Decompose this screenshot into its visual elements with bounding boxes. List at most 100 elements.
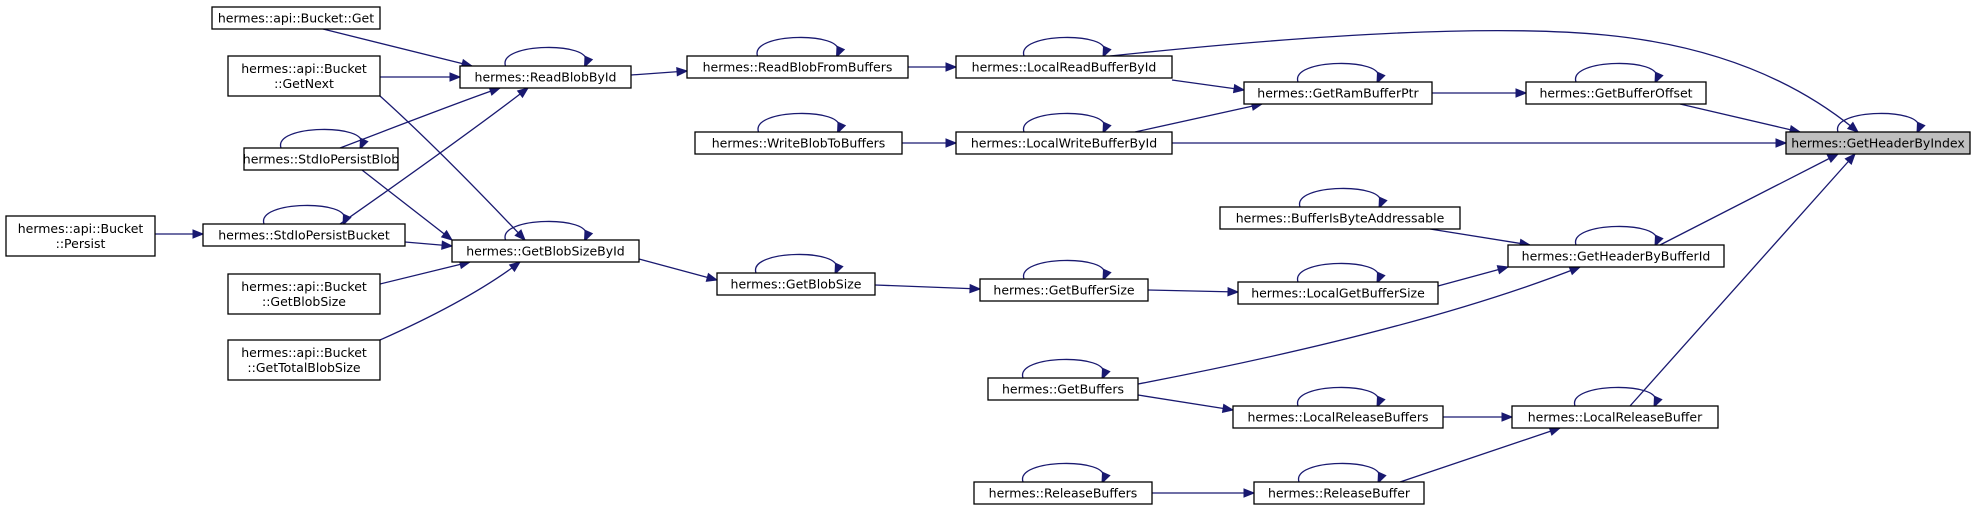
node-get-buffer-size[interactable]: hermes::GetBufferSize (979, 278, 1149, 302)
arrowhead (969, 283, 982, 294)
node-box (1219, 206, 1461, 230)
edge-stdio-persist-bucket-to-get-blob-size-by-id (404, 240, 454, 250)
edge-read-blob-from-buffers-to-local-read-buffer-by-id (908, 62, 958, 72)
node-box (1232, 405, 1444, 429)
arrowhead (1844, 152, 1856, 165)
arrowhead (834, 262, 844, 276)
node-read-blob-from-buffers[interactable]: hermes::ReadBlobFromBuffers (686, 55, 909, 79)
node-label: hermes::GetHeaderByIndex (1791, 136, 1965, 151)
node-stdio-persist-bucket[interactable]: hermes::StdIoPersistBucket (202, 223, 406, 247)
node-read-blob-by-id[interactable]: hermes::ReadBlobById (459, 65, 632, 89)
arrowhead (449, 72, 462, 82)
arrowhead (192, 229, 205, 239)
node-local-write-buffer-by-id[interactable]: hermes::LocalWriteBufferById (955, 131, 1173, 155)
node-get-blob-size[interactable]: hermes::GetBlobSize (716, 272, 876, 296)
edge-write-blob-to-buffers-to-local-write-buffer-by-id (902, 138, 958, 148)
arrowhead (1496, 265, 1510, 275)
node-get-header-by-index[interactable]: hermes::GetHeaderByIndex (1785, 131, 1971, 155)
arrowhead (359, 137, 369, 151)
node-label: hermes::StdIoPersistBucket (218, 228, 390, 243)
arrowhead (835, 45, 846, 59)
node-bucket-getnext[interactable]: hermes::api::Bucket::GetNext (227, 55, 381, 97)
node-label: hermes::LocalReleaseBuffer (1528, 410, 1703, 425)
edge-bucket-persist-to-stdio-persist-bucket (155, 229, 205, 239)
node-write-blob-to-buffers[interactable]: hermes::WriteBlobToBuffers (694, 131, 903, 155)
arrowhead (1775, 138, 1788, 148)
node-local-release-buffer[interactable]: hermes::LocalReleaseBuffer (1511, 405, 1719, 429)
node-label: hermes::ReleaseBuffer (1268, 486, 1411, 501)
node-release-buffer[interactable]: hermes::ReleaseBuffer (1253, 481, 1425, 505)
edge-get-ram-buffer-ptr-to-get-buffer-offset (1432, 88, 1528, 98)
node-release-buffers[interactable]: hermes::ReleaseBuffers (973, 481, 1153, 505)
edge-stdio-persist-blob-to-get-blob-size-by-id (361, 169, 454, 241)
node-label: hermes::GetBlobSizeById (466, 244, 625, 259)
node-local-get-buffer-size[interactable]: hermes::LocalGetBufferSize (1237, 281, 1439, 305)
arrowhead (1568, 266, 1582, 276)
node-get-header-by-buffer-id[interactable]: hermes::GetHeaderByBufferId (1507, 244, 1725, 268)
node-label: ::GetTotalBlobSize (247, 360, 360, 375)
self-loop-layer (263, 36, 1926, 485)
node-local-release-buffers[interactable]: hermes::LocalReleaseBuffers (1232, 405, 1444, 429)
self-loop-get-buffer-offset (1575, 62, 1664, 85)
node-box (1243, 81, 1433, 105)
arrowhead (1221, 403, 1235, 414)
node-get-ram-buffer-ptr[interactable]: hermes::GetRamBufferPtr (1243, 81, 1433, 105)
self-loop-read-blob-from-buffers (756, 36, 846, 59)
node-local-read-buffer-by-id[interactable]: hermes::LocalReadBufferById (955, 55, 1173, 79)
node-box (979, 278, 1149, 302)
self-loop-get-buffers (1022, 358, 1111, 381)
node-label: ::GetBlobSize (262, 294, 346, 309)
node-box (1237, 281, 1439, 305)
arrowhead (1654, 234, 1664, 248)
edge-get-blob-size-to-get-buffer-size (874, 283, 982, 294)
arrowhead (1376, 271, 1386, 285)
arrowhead (1102, 45, 1112, 59)
node-box (227, 273, 381, 315)
arrowhead (508, 261, 522, 273)
self-loop-get-header-by-buffer-id (1575, 225, 1664, 248)
node-get-buffers[interactable]: hermes::GetBuffers (987, 377, 1139, 401)
node-box (973, 481, 1153, 505)
edge-release-buffer-to-local-release-buffer (1399, 426, 1562, 483)
arrowhead (440, 229, 454, 241)
node-box (227, 339, 381, 381)
node-label: hermes::WriteBlobToBuffers (712, 136, 886, 151)
node-bucket-get[interactable]: hermes::api::Bucket::Get (211, 6, 381, 30)
edge-local-release-buffers-to-local-release-buffer (1443, 412, 1514, 422)
node-box (451, 239, 640, 263)
self-loop-get-blob-size (755, 253, 844, 276)
node-bucket-getblobsize[interactable]: hermes::api::Bucket::GetBlobSize (227, 273, 381, 315)
arrowhead (1826, 153, 1840, 163)
node-box (459, 65, 632, 89)
node-bucket-persist[interactable]: hermes::api::Bucket::Persist (5, 215, 156, 257)
arrowhead (676, 67, 689, 77)
node-label: hermes::LocalReleaseBuffers (1247, 410, 1428, 425)
edge-local-release-buffer-to-get-header-by-index (1629, 152, 1856, 407)
self-loop-release-buffer (1298, 462, 1387, 485)
arrowhead (1846, 121, 1860, 133)
node-label: hermes::api::Bucket::Get (218, 11, 374, 26)
node-stdio-persist-blob[interactable]: hermes::StdIoPersistBlob (243, 147, 399, 171)
node-box (243, 147, 399, 171)
node-buffer-is-byte-addressable[interactable]: hermes::BufferIsByteAddressable (1219, 206, 1461, 230)
edge-stdio-persist-bucket-to-read-blob-by-id (339, 87, 530, 225)
arrowhead (1227, 287, 1240, 297)
node-box (1507, 244, 1725, 268)
edge-read-blob-by-id-to-read-blob-from-buffers (630, 67, 689, 77)
node-box (1511, 405, 1719, 429)
arrowhead (836, 121, 847, 135)
arrowhead (1243, 488, 1256, 498)
node-label: hermes::api::Bucket (241, 61, 367, 76)
arrowhead (516, 87, 530, 99)
node-get-blob-size-by-id[interactable]: hermes::GetBlobSizeById (451, 239, 640, 263)
node-box (686, 55, 909, 79)
node-label: hermes::api::Bucket (241, 345, 367, 360)
edge-local-get-buffer-size-to-get-header-by-buffer-id (1437, 265, 1510, 287)
node-get-buffer-offset[interactable]: hermes::GetBufferOffset (1525, 81, 1707, 105)
node-box (5, 215, 156, 257)
node-bucket-gettotalblobsize[interactable]: hermes::api::Bucket::GetTotalBlobSize (227, 339, 381, 381)
arrowhead (1102, 268, 1112, 282)
edge-bucket-gettotalblobsize-to-get-blob-size-by-id (379, 261, 522, 341)
arrowhead (583, 229, 594, 243)
